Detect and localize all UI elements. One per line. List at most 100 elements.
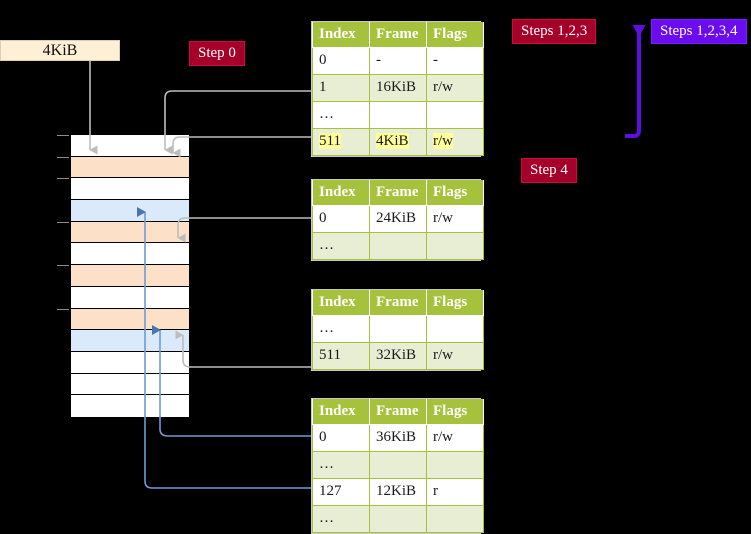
memory-frame-row [71,373,189,396]
table-row: … [312,232,484,260]
cell-frame: - [369,47,427,75]
memory-frame-row [71,265,189,287]
badge-step-4: Step 4 [521,158,577,183]
memory-row-tick [57,135,69,136]
cell-flags: r/w [426,128,484,156]
arrow-recursive-violet [625,25,646,138]
table-row: … [312,505,484,533]
cell-index: 127 [312,478,370,506]
badge-step-0: Step 0 [189,41,245,66]
cell-frame: 16KiB [369,74,427,102]
memory-frame-row [71,200,189,222]
cell-frame [369,505,427,533]
cell-index: 511 [312,128,370,156]
column-header-flags: Flags [426,399,484,425]
column-header-index: Index [312,22,370,48]
connector-pd-row511 [175,330,311,368]
table-row: … [312,101,484,129]
memory-frame-row [71,330,189,352]
cell-flags: r/w [426,205,484,233]
cell-flags [426,315,484,343]
cell-frame: 24KiB [369,205,427,233]
physical-memory-column [57,134,190,417]
memory-frame-row [71,395,189,417]
cell-frame: 36KiB [369,424,427,452]
table-row: … [312,451,484,479]
memory-row-tick [57,265,69,267]
cell-index: … [312,451,370,479]
cell-index: … [312,101,370,129]
connector-pdp-row0 [177,217,311,243]
column-header-frame: Frame [369,180,427,206]
memory-frame-row [71,135,189,157]
memory-row-tick [57,308,69,310]
cell-index: 1 [312,74,370,102]
cell-index: … [312,232,370,260]
cell-index: … [312,505,370,533]
memory-frame-row [71,221,189,244]
cell-index: 0 [312,424,370,452]
cell-frame [369,232,427,260]
cell-flags [426,101,484,129]
cell-flags [426,505,484,533]
cell-flags: r/w [426,74,484,102]
badge-steps-123: Steps 1,2,3 [512,19,597,44]
cell-index: … [312,315,370,343]
memory-frame-row [71,286,189,309]
memory-frame-row [71,243,189,266]
table-row: 511 4KiB r/w [312,128,484,156]
memory-frame-row [71,351,189,374]
column-header-frame: Frame [369,290,427,316]
memory-row-tick [57,178,69,180]
memory-frame-row [71,156,189,179]
cell-frame [369,451,427,479]
column-header-index: Index [312,290,370,316]
cell-frame: 4KiB [369,128,427,156]
cell-text: 4KiB [376,133,409,149]
table-row: 0-- [312,47,484,75]
memory-frame-row [71,178,189,201]
cell-index: 0 [312,205,370,233]
table-row: … [312,315,484,343]
column-header-index: Index [312,399,370,425]
cell-text: r/w [433,133,453,149]
cell-index: 0 [312,47,370,75]
cell-index: 511 [312,342,370,370]
column-header-flags: Flags [426,290,484,316]
column-header-index: Index [312,180,370,206]
column-header-flags: Flags [426,22,484,48]
column-header-frame: Frame [369,399,427,425]
column-header-frame: Frame [369,22,427,48]
cell-frame: 12KiB [369,478,427,506]
memory-row-tick [57,221,69,223]
connector-pml4-row511 [172,136,311,158]
cell-text: 511 [319,133,341,149]
memory-row-tick [57,156,69,158]
cell-flags [426,451,484,479]
cell-flags: - [426,47,484,75]
memory-frame-row [71,308,189,331]
cell-frame [369,315,427,343]
cell-flags: r/w [426,342,484,370]
column-header-flags: Flags [426,180,484,206]
cell-flags: r/w [426,424,484,452]
cell-frame [369,101,427,129]
cell-flags: r [426,478,484,506]
cell-frame: 32KiB [369,342,427,370]
cell-flags [426,232,484,260]
memory-size-box: 4KiB [0,40,120,61]
